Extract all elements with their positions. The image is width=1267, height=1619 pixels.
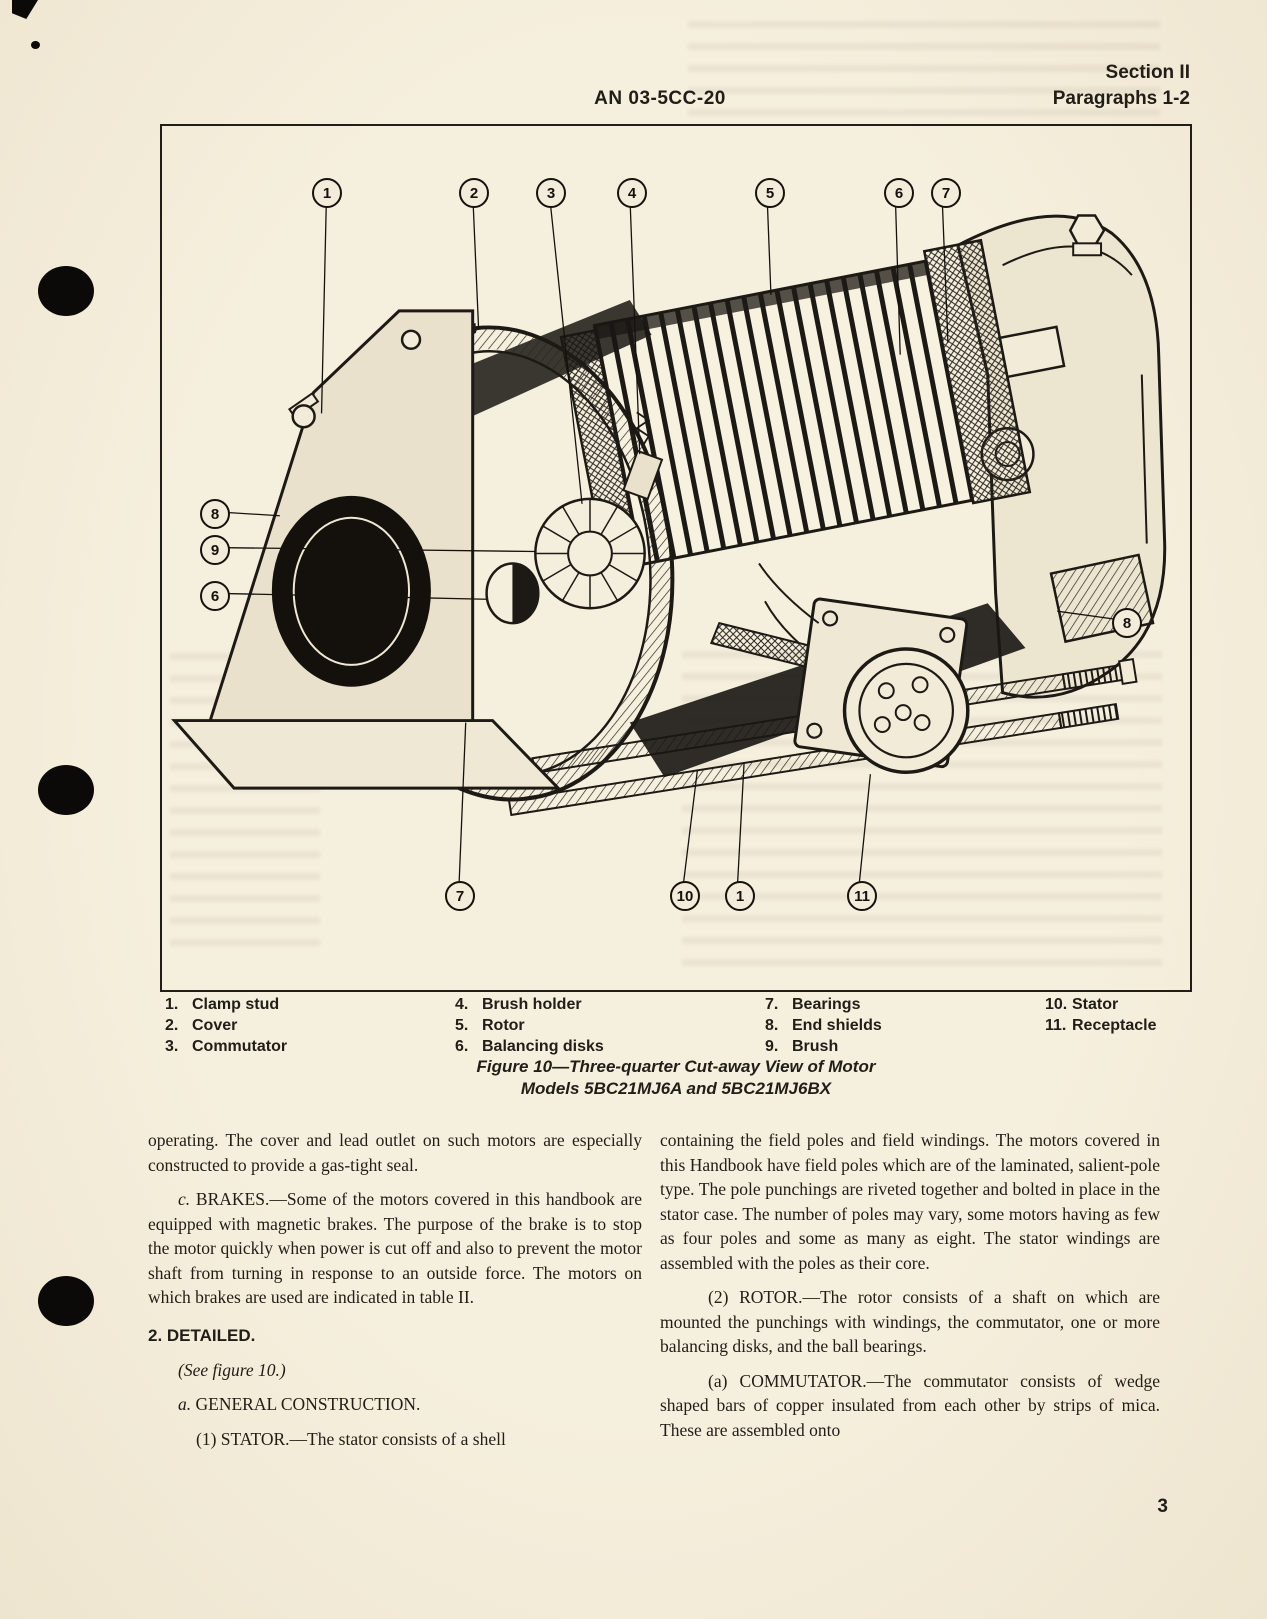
callout-6-left: 6 <box>200 581 230 611</box>
paragraph-brakes: c. BRAKES.—Some of the motors covered in… <box>148 1189 642 1307</box>
paragraphs-label: Paragraphs 1-2 <box>1052 88 1190 109</box>
callout-1: 1 <box>312 178 342 208</box>
legend-item: 1.Clamp stud <box>165 996 280 1013</box>
figure-caption-line2: Models 5BC21MJ6A and 5BC21MJ6BX <box>520 1079 832 1098</box>
legend-item: 7.Bearings <box>765 996 861 1013</box>
callout-8-left: 8 <box>200 499 230 529</box>
figure-legend: 1.Clamp stud 2.Cover 3.Commutator 4.Brus… <box>160 994 1192 1060</box>
figure-caption-line1: Figure 10—Three-quarter Cut-away View of… <box>476 1057 876 1076</box>
binder-hole <box>38 765 94 815</box>
body-column-left: operating. The cover and lead outlet on … <box>148 1128 642 1461</box>
binder-hole <box>38 266 94 316</box>
paragraph-general-construction: a. GENERAL CONSTRUCTION. <box>178 1394 421 1414</box>
callout-5: 5 <box>755 178 785 208</box>
figure-10-box: 1 2 3 4 5 6 7 8 9 6 8 7 10 1 11 <box>160 124 1192 992</box>
paragraph-continuation: operating. The cover and lead outlet on … <box>148 1130 642 1175</box>
section-header: Section II Paragraphs 1-2 <box>1053 60 1190 112</box>
callout-9: 9 <box>200 535 230 565</box>
callout-7-top: 7 <box>931 178 961 208</box>
document-number: AN 03-5CC-20 <box>594 88 726 109</box>
legend-item: 8.End shields <box>765 1017 882 1034</box>
legend-item: 2.Cover <box>165 1017 238 1034</box>
legend-item: 9.Brush <box>765 1038 839 1055</box>
see-figure-note: (See figure 10.) <box>178 1359 286 1380</box>
callout-8-right: 8 <box>1112 608 1142 638</box>
heading-2-detailed: 2. DETAILED. <box>148 1325 256 1345</box>
figure-caption: Figure 10—Three-quarter Cut-away View of… <box>160 1056 1192 1100</box>
callout-2: 2 <box>459 178 489 208</box>
callout-11: 11 <box>847 881 877 911</box>
paragraph-commutator: (a) COMMUTATOR.—The commutator consists … <box>660 1370 1160 1440</box>
callout-4: 4 <box>617 178 647 208</box>
legend-item: 6.Balancing disks <box>455 1038 604 1055</box>
motor-cutaway-illustration <box>171 192 1167 892</box>
paragraph-stator: (1) STATOR.—The stator consists of a she… <box>196 1428 506 1449</box>
paragraph-rotor: (2) ROTOR.—The rotor consists of a shaft… <box>660 1287 1160 1356</box>
scan-speck <box>31 41 40 49</box>
body-column-right: containing the field poles and field win… <box>660 1128 1160 1452</box>
callout-7-bottom: 7 <box>445 881 475 911</box>
scan-speck <box>12 0 38 19</box>
callout-1-bottom: 1 <box>725 881 755 911</box>
callout-6-top: 6 <box>884 178 914 208</box>
paragraph-stator-continuation: containing the field poles and field win… <box>660 1130 1160 1273</box>
legend-item: 4.Brush holder <box>455 996 582 1013</box>
legend-item: 5.Rotor <box>455 1017 525 1034</box>
callout-3: 3 <box>536 178 566 208</box>
section-label: Section II <box>1105 62 1190 83</box>
page-number: 3 <box>1157 1496 1168 1517</box>
legend-item: 10.Stator <box>1045 996 1119 1013</box>
binder-hole <box>38 1276 94 1326</box>
legend-item: 11.Receptacle <box>1045 1017 1157 1034</box>
legend-item: 3.Commutator <box>165 1038 288 1055</box>
callout-10: 10 <box>670 881 700 911</box>
